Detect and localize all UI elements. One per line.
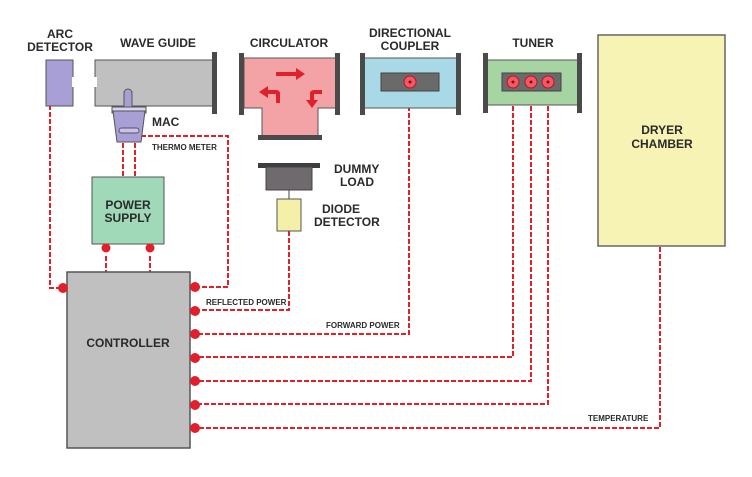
controller-label: CONTROLLER	[86, 336, 170, 350]
circulator-label: CIRCULATOR	[250, 36, 329, 50]
circulator-flange-right	[335, 53, 340, 115]
wire-reflected-power	[196, 231, 290, 311]
controller-terminal-tuner-3	[190, 400, 200, 410]
tuner-flange-left	[483, 53, 488, 113]
tuner-stub-1-center	[511, 80, 515, 84]
arc-detector-box	[45, 59, 74, 107]
wave-guide-label: WAVE GUIDE	[120, 36, 196, 50]
mac: MAC	[111, 88, 180, 143]
wire-tuner-3	[196, 85, 549, 405]
power-supply-label-1: POWER	[105, 198, 151, 212]
dummy-load: DUMMY LOAD	[258, 162, 379, 199]
directional-coupler-label-2: COUPLER	[381, 39, 440, 53]
arrow-curve-down-icon	[306, 90, 322, 108]
dummy-load-label-1: DUMMY	[334, 162, 379, 176]
diode-detector-box	[276, 198, 302, 232]
diode-detector: DIODE DETECTOR	[276, 198, 380, 232]
wire-forward-power	[196, 85, 410, 335]
circulator-body	[243, 57, 337, 137]
power-supply-terminal-1	[101, 243, 111, 253]
controller-terminal-arc	[58, 283, 68, 293]
controller-terminal-thermo	[190, 282, 200, 292]
power-supply: POWER SUPPLY	[91, 176, 165, 253]
power-supply-terminal-2	[145, 243, 155, 253]
tuner-stub-2-center	[529, 80, 533, 84]
tuner: TUNER	[483, 36, 582, 113]
wire-thermo-meter	[141, 135, 229, 288]
tuner-stub-3-center	[546, 80, 550, 84]
tuner-flange-right	[577, 53, 582, 113]
directional-coupler-probe-center	[408, 80, 412, 84]
arrow-curve-left-icon	[259, 86, 280, 103]
wire-tuner-2	[196, 85, 532, 382]
wave-guide: WAVE GUIDE	[93, 36, 217, 114]
mac-label: MAC	[152, 115, 180, 129]
dryer-chamber: DRYER CHAMBER	[597, 34, 726, 247]
circulator-flange-bottom	[258, 135, 322, 140]
wave-guide-flange	[212, 52, 217, 114]
wave-guide-opening	[93, 77, 97, 87]
mac-body	[112, 110, 146, 143]
temperature-label: TEMPERATURE	[588, 414, 649, 423]
dryer-chamber-label-1: DRYER	[641, 123, 683, 137]
wire-temperature	[196, 247, 661, 429]
controller-terminal-forward	[190, 329, 200, 339]
dryer-chamber-box	[597, 34, 726, 247]
directional-coupler-label-1: DIRECTIONAL	[369, 26, 451, 40]
dummy-load-flange	[258, 163, 320, 168]
wire-tuner-1	[196, 85, 514, 358]
power-supply-label-2: SUPPLY	[105, 211, 152, 225]
controller: CONTROLLER	[58, 271, 200, 449]
directional-coupler-flange-right	[456, 53, 461, 115]
power-supply-box	[91, 176, 165, 245]
controller-terminal-temperature	[190, 423, 200, 433]
circulator: CIRCULATOR	[239, 36, 340, 140]
wave-guide-body	[94, 59, 214, 107]
arrow-right-icon	[276, 68, 305, 80]
tuner-label: TUNER	[512, 36, 554, 50]
diode-detector-label-2: DETECTOR	[314, 215, 380, 229]
thermo-meter-label: THERMO METER	[152, 143, 217, 152]
wire-arc-detector	[49, 105, 64, 289]
forward-power-label: FORWARD POWER	[326, 321, 400, 330]
dummy-load-label-2: LOAD	[340, 175, 374, 189]
mac-slot	[118, 127, 140, 134]
controller-terminal-tuner-2	[190, 376, 200, 386]
controller-box	[66, 271, 191, 449]
circulator-flange-left	[239, 53, 244, 115]
diode-detector-label-1: DIODE	[322, 202, 360, 216]
directional-coupler: DIRECTIONAL COUPLER	[360, 26, 461, 115]
controller-terminal-tuner-1	[190, 353, 200, 363]
directional-coupler-flange-left	[360, 53, 365, 115]
arc-detector-label-1: ARC	[47, 27, 73, 41]
dummy-load-body	[265, 166, 313, 191]
arc-detector-window	[72, 77, 75, 87]
reflected-power-label: REFLECTED POWER	[206, 298, 287, 307]
arc-detector-label-2: DETECTOR	[27, 40, 93, 54]
dryer-chamber-label-2: CHAMBER	[631, 137, 693, 151]
controller-terminal-reflected	[190, 306, 200, 316]
arc-detector: ARC DETECTOR	[27, 27, 93, 107]
